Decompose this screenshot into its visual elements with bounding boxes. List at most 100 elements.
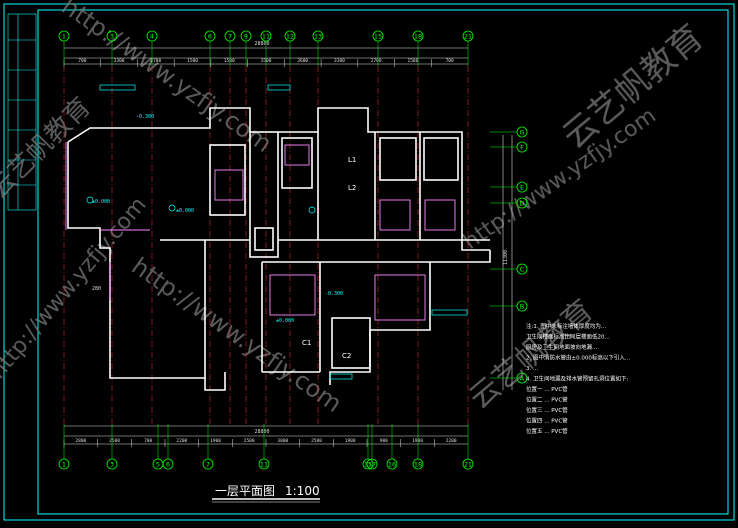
grid-label-top: 7 — [228, 33, 232, 41]
watermark-url-1: http://www.yzfjy.com — [57, 0, 277, 158]
bottom-dimension-value: 900 — [380, 438, 388, 444]
grid-bubble-top-9: 9 — [240, 30, 252, 66]
grid-bubble-right-D: D — [490, 197, 528, 209]
room-label-3: C1 — [302, 339, 311, 347]
grid-bubble-bottom-6: 6 — [162, 424, 174, 470]
grid-label-right: G — [519, 129, 524, 137]
grid-bubble-bottom-5: 5 — [152, 424, 164, 470]
grid-label-bottom: 11 — [260, 461, 268, 469]
bottom-dimension-value: 1900 — [412, 438, 423, 444]
outer-frame — [3, 3, 735, 521]
building-walls — [67, 107, 491, 391]
top-dimension-value: 1500 — [224, 58, 235, 64]
grid-label-bottom: 7 — [206, 461, 210, 469]
grid-label-top: 1 — [62, 33, 66, 41]
grid-label-right: B — [520, 303, 524, 311]
level-marker-1: ±0.000 — [92, 199, 110, 205]
grid-bubble-bottom-7: 7 — [202, 424, 214, 470]
grid-label-right: D — [519, 200, 524, 208]
right-grid-bubbles: GF ED C B A — [490, 126, 528, 384]
note-line: 注:1. 图中未标注墙体厚度均为... — [526, 322, 606, 330]
note-line: 4. 卫生间地漏及排水管预留孔洞位置如下: — [526, 375, 628, 383]
level-marker-3: -0.300 — [325, 291, 343, 297]
grid-label-top: 18 — [414, 33, 422, 41]
left-note-dimension: 280 — [92, 286, 101, 292]
drawing-scale: 1:100 — [285, 484, 320, 498]
grid-bubble-top-7: 7 — [224, 30, 236, 66]
grid-label-top: 12 — [286, 33, 294, 41]
note-line: 位置五 ... PVC管 — [526, 427, 568, 435]
right-total-dimension: 11300 — [503, 250, 509, 265]
inner-frame — [37, 9, 729, 515]
bottom-dimension-value: 1900 — [345, 438, 356, 444]
grid-label-bottom: 18 — [414, 461, 422, 469]
grid-label-top: 9 — [244, 33, 248, 41]
grid-bubble-top-21: 21 — [462, 30, 474, 66]
grid-bubble-right-F: F — [490, 141, 528, 153]
grid-bubble-bottom-11: 11 — [258, 424, 270, 470]
grid-bubble-top-13: 13 — [312, 30, 324, 66]
grid-label-right: E — [520, 184, 524, 192]
level-marker-2: ±0.000 — [176, 208, 194, 214]
top-dimension-value: 2700 — [150, 58, 161, 64]
top-dimension-value: 3300 — [334, 58, 345, 64]
watermark-url-2: http://www.yzfjy.com — [127, 252, 347, 418]
note-line: 位置四 ... PVC管 — [526, 417, 568, 425]
grid-bubble-bottom-1: 1 — [58, 424, 70, 470]
top-dimension-value: 2700 — [371, 58, 382, 64]
note-line: 卫生间楼面标高比同层楼面低20... — [526, 333, 610, 341]
bottom-dimension-value: 2800 — [75, 438, 86, 444]
top-dimension-value: 1500 — [187, 58, 198, 64]
watermark-url-4: http://www.yzfjy.com — [0, 193, 152, 384]
grid-bubble-bottom-21: 21 — [462, 424, 474, 470]
bottom-dimension-value: 3800 — [277, 438, 288, 444]
bottom-dimension-value: 700 — [144, 438, 152, 444]
grid-label-bottom: 17 — [368, 461, 376, 469]
grid-label-top: 4 — [150, 33, 154, 41]
partitions — [65, 142, 456, 321]
bottom-dimension-value: 2200 — [446, 438, 457, 444]
grid-bubble-bottom-16: 16 — [386, 424, 398, 470]
grid-label-top: 21 — [464, 33, 472, 41]
note-line: 3. ... — [526, 366, 538, 372]
grid-bubble-top-15: 15 — [372, 30, 384, 66]
fixtures — [86, 84, 468, 380]
top-dimension-value: 3300 — [114, 58, 125, 64]
grid-label-bottom: 16 — [388, 461, 396, 469]
grid-label-right: C — [520, 266, 525, 274]
grid-label-top: 6 — [208, 33, 212, 41]
grid-label-bottom: 5 — [156, 461, 160, 469]
general-notes: 注:1. 图中未标注墙体厚度均为... 卫生间楼面标高比同层楼面低20... 厨… — [526, 322, 630, 435]
note-line: 位置三 ... PVC管 — [526, 406, 568, 414]
watermark-cn-3: 云艺帆教育 — [0, 92, 97, 205]
grid-label-top: 13 — [314, 33, 322, 41]
grid-bubble-right-A: A — [490, 372, 528, 384]
bottom-dimension-value: 2200 — [176, 438, 187, 444]
grid-bubble-right-G: G — [490, 126, 528, 138]
grid-label-top: 15 — [374, 33, 382, 41]
grid-label-right: F — [520, 144, 524, 152]
binding-strip — [7, 13, 37, 211]
grid-bubble-bottom-3: 3 — [106, 424, 118, 470]
level-marker-5: -0.300 — [136, 114, 154, 120]
grid-bubble-bottom-15: 15 — [362, 424, 374, 470]
bottom-dimension-value: 2500 — [311, 438, 322, 444]
grid-bubble-right-B: B — [490, 300, 528, 312]
top-dimension-value: 700 — [446, 58, 454, 64]
axis-lines — [63, 66, 469, 424]
grid-bubble-top-3: 3 — [106, 30, 118, 66]
room-label-1: L1 — [348, 156, 356, 164]
note-line: 2. 图中消防水管由±0.000标高以下引入... — [526, 354, 630, 362]
top-total-dimension: 28800 — [254, 41, 269, 47]
grid-bubble-top-11: 11 — [260, 30, 272, 66]
bottom-total-dimension: 28800 — [254, 429, 269, 435]
bottom-dimension-value: 1900 — [210, 438, 221, 444]
grid-label-bottom: 15 — [364, 461, 372, 469]
grid-bubble-bottom-17: 17 — [366, 424, 378, 470]
grid-bubble-top-4: 4 — [146, 30, 158, 66]
